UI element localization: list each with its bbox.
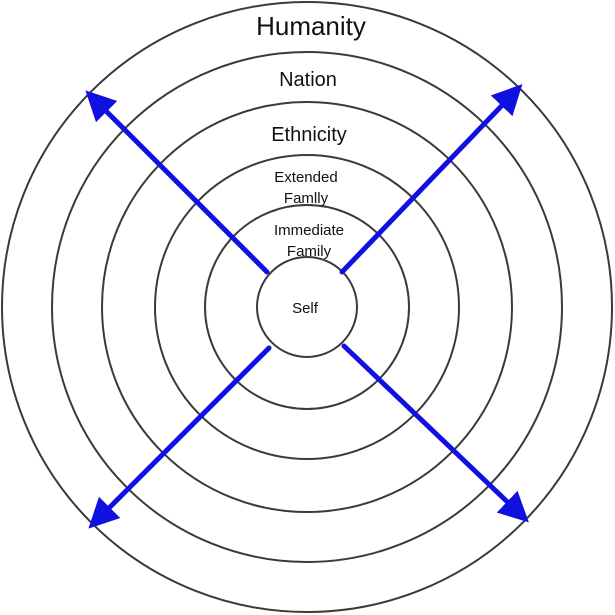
label-humanity: Humanity — [256, 11, 366, 41]
ring-self — [256, 256, 358, 358]
ring-ethnicity — [101, 101, 513, 513]
ring-immediate-family — [204, 204, 410, 410]
label-immediate-family-line2: Family — [287, 243, 332, 260]
arrow-lower-left — [88, 345, 272, 529]
label-extended-family-line1: Extended — [274, 169, 337, 186]
label-nation: Nation — [279, 69, 337, 91]
label-immediate-family-line1: Immediate — [274, 222, 344, 239]
label-ethnicity: Ethnicity — [271, 124, 347, 146]
label-self: Self — [292, 300, 319, 317]
label-extended-family-line2: Famlly — [284, 190, 329, 207]
arrow-lower-right — [341, 343, 529, 523]
arrow-upper-right — [339, 84, 523, 275]
ring-extended-family — [154, 154, 460, 460]
arrow-upper-left — [85, 90, 270, 275]
ring-nation — [51, 51, 563, 563]
